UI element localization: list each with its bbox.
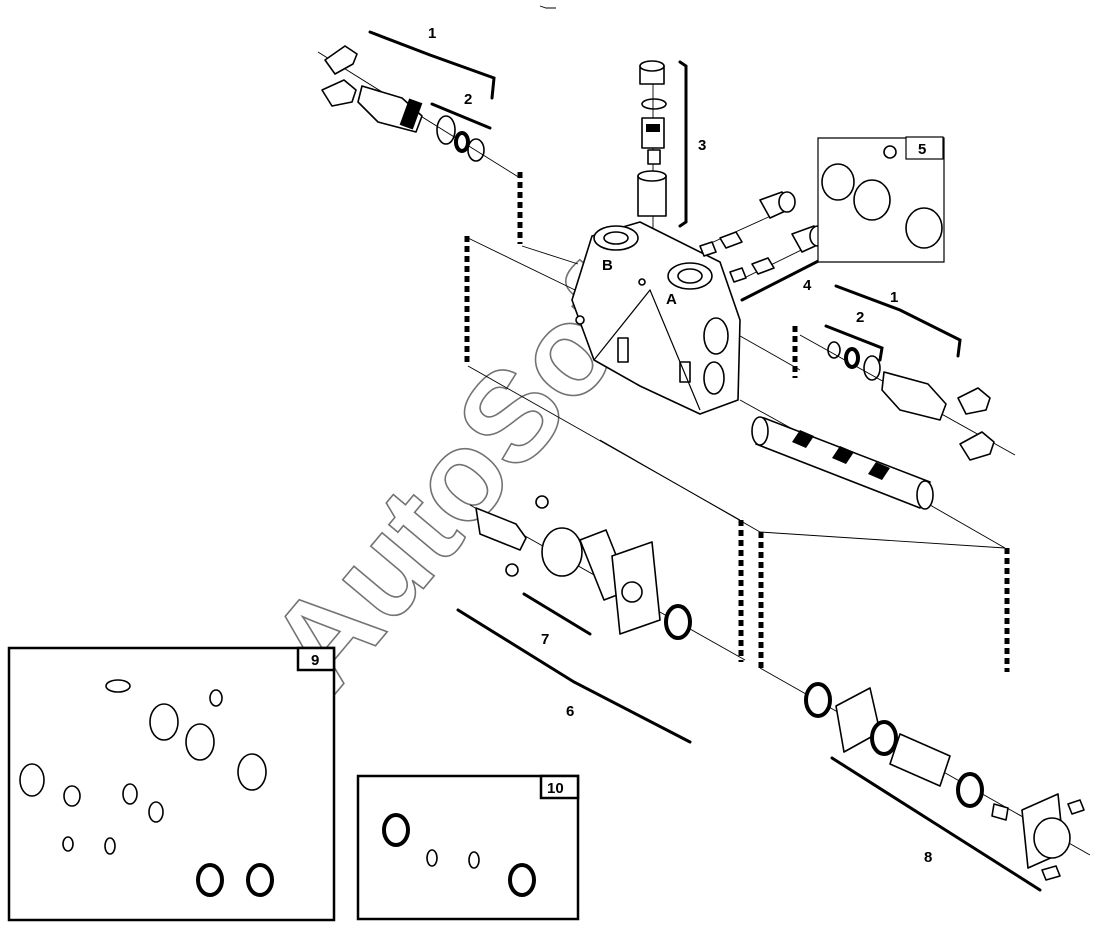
- top-mark: [539, 5, 556, 9]
- cartridge-body: [637, 175, 667, 217]
- callout-1-right: 1: [890, 289, 898, 306]
- cartridge-o-ring: [641, 98, 667, 110]
- spring-group-8: [804, 682, 1085, 881]
- callout-3: 3: [698, 137, 706, 154]
- callout-10: 10: [547, 780, 564, 797]
- clip-lower-left: [321, 79, 357, 107]
- seal-kit-inset-9: 9: [7, 646, 336, 922]
- callout-8: 8: [924, 849, 932, 866]
- valve-body: B A: [571, 221, 741, 415]
- main-spool: [751, 416, 934, 510]
- o-ring-left-1: [436, 115, 456, 145]
- callout-2-right: 2: [856, 309, 864, 326]
- spool-end-group-right: [827, 341, 995, 461]
- spool-cap-group-6: [475, 495, 692, 640]
- backup-ring-left: [454, 131, 470, 153]
- port-label-b: B: [602, 257, 613, 274]
- dashed-connectors: [464, 172, 1010, 672]
- cartridge-stack: [637, 60, 667, 217]
- port-label-a: A: [666, 291, 677, 308]
- seal-kit-inset-10: 10: [356, 774, 580, 921]
- callout-9: 9: [311, 652, 319, 669]
- callout-1-top: 1: [428, 25, 436, 42]
- callout-7: 7: [541, 631, 549, 648]
- callout-4: 4: [803, 277, 812, 294]
- seal-kit-inset-5: 5: [817, 136, 945, 263]
- spool-end-group-left: [321, 45, 485, 162]
- callout-6: 6: [566, 703, 574, 720]
- clip-upper-left: [324, 45, 358, 75]
- callout-2-top: 2: [464, 91, 472, 108]
- o-ring-left-2: [467, 138, 485, 162]
- callout-5: 5: [918, 141, 926, 158]
